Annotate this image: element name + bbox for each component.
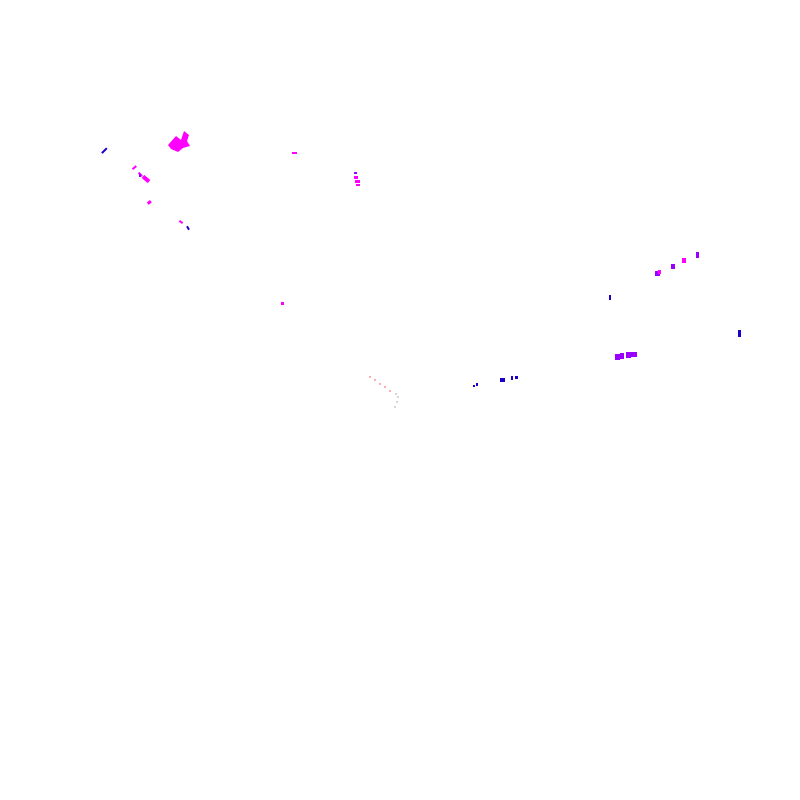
red-dot [384,386,386,388]
magenta-mark [355,180,360,183]
magenta-mark [292,152,297,154]
violet-mark [354,172,357,174]
violet-mark [620,353,624,359]
red-dot [379,383,381,385]
magenta-mark [281,302,284,305]
grey-dot [394,406,396,408]
violet-mark [626,352,631,358]
magenta-mark [658,270,661,274]
red-dot [374,379,376,381]
magenta-mark [141,174,151,184]
blue-mark [186,225,190,231]
grey-dot [395,393,397,395]
grey-dot [397,396,399,398]
violet-mark [631,352,637,357]
magenta-mark [354,176,358,179]
blue-mark [609,295,611,300]
violet-mark [696,252,699,258]
magenta-mark [146,199,152,205]
red-dot [389,390,391,392]
magenta-mark [356,184,360,186]
red-dot [369,376,371,378]
cluster-center [369,376,518,408]
violet-mark [615,354,620,360]
blue-mark [476,383,478,386]
violet-mark [139,174,141,177]
blue-mark [515,376,518,379]
magenta-mark [178,220,184,224]
grey-dot [396,401,398,403]
magenta-mark [131,165,137,171]
blue-mark [473,385,475,387]
violet-mark [671,264,675,269]
blue-mark [738,330,741,337]
blue-mark [511,376,513,380]
blue-mark [500,378,505,382]
magenta-blob [168,131,190,152]
magenta-mark [682,258,686,263]
cluster-right [609,252,741,360]
violet-mark [655,271,660,276]
cluster-upper-left [101,131,360,305]
blue-mark [101,147,108,154]
